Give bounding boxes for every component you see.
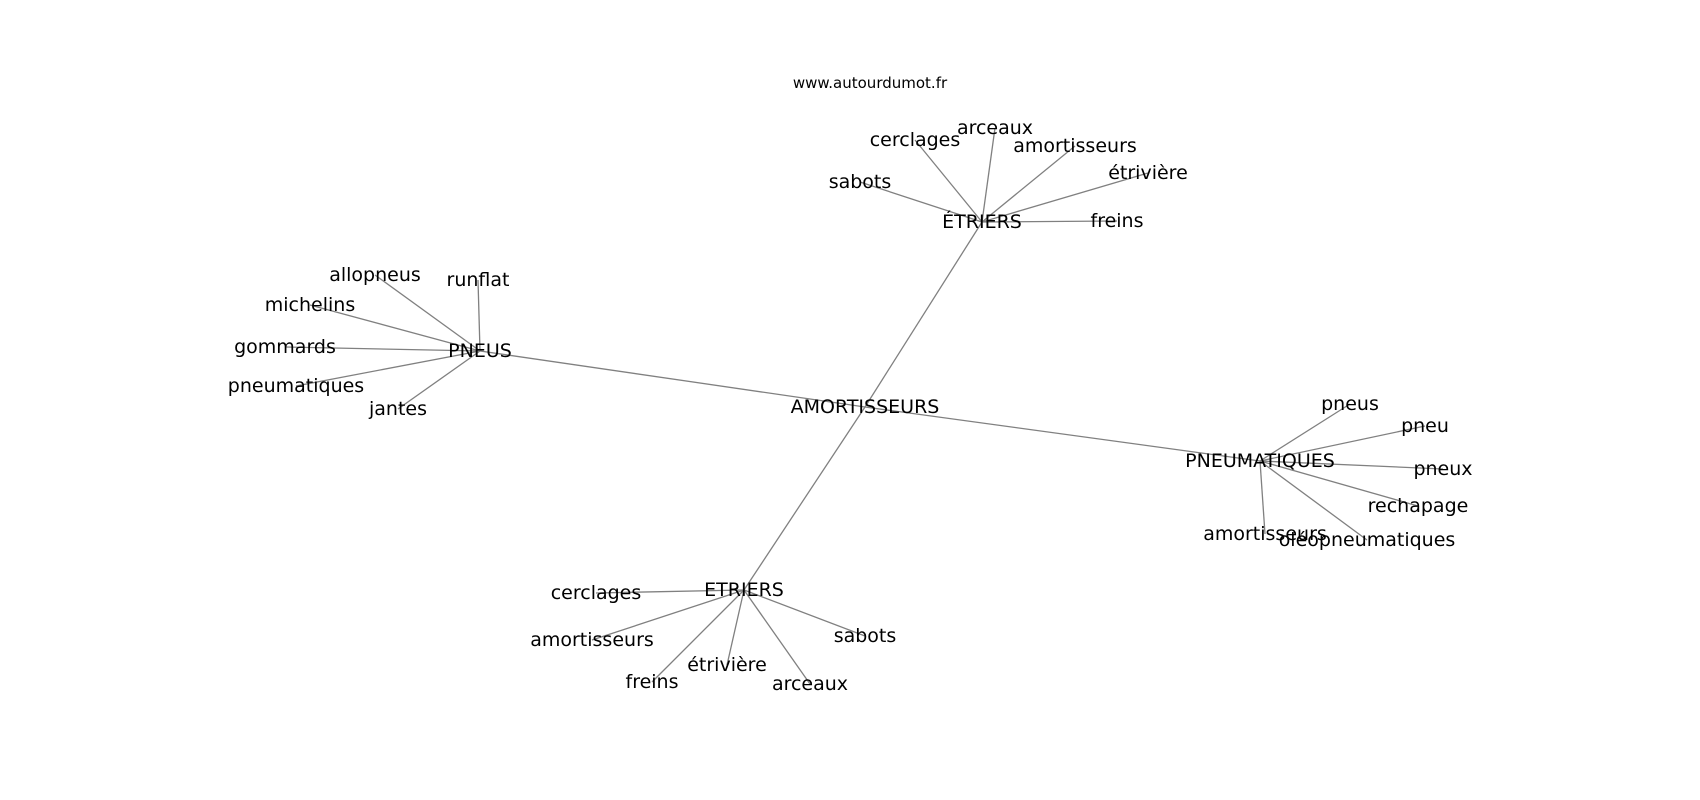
leaf-node-label: sabots (834, 625, 897, 647)
leaf-node-label: amortisseurs (1203, 523, 1327, 545)
edge-branch-0-leaf-3 (981, 145, 1076, 223)
edge-root-to-branch-0 (864, 221, 983, 408)
leaf-node-label: étrivière (687, 654, 767, 676)
leaf-node-label: arceaux (957, 117, 1033, 139)
leaf-node-label: sabots (829, 171, 892, 193)
leaf-node-label: freins (1091, 210, 1144, 232)
leaf-node-label: freins (626, 671, 679, 693)
edge-branch-3-leaf-2 (651, 589, 745, 683)
leaf-node-label: arceaux (772, 673, 848, 695)
leaf-node-label: oléopneumatiques (1279, 529, 1456, 551)
edge-branch-3-leaf-1 (591, 589, 745, 641)
edge-branch-2-leaf-1 (1259, 425, 1426, 462)
edge-root-to-branch-3 (743, 406, 866, 591)
branch-node-label: PNEUS (448, 340, 512, 362)
edge-branch-1-leaf-2 (309, 304, 481, 352)
leaf-node-label: étrivière (1108, 162, 1188, 184)
edge-branch-0-leaf-5 (981, 220, 1118, 223)
node-labels: AMORTISSEURSÉTRIERSsabotscerclagesarceau… (228, 117, 1473, 695)
edge-branch-3-leaf-4 (743, 589, 811, 685)
edge-branch-2-leaf-5 (1259, 460, 1266, 535)
branch-node-label: ÉTRIERS (942, 210, 1022, 233)
edge-branch-2-leaf-0 (1259, 403, 1351, 462)
branch-node-label: ETRIERS (704, 579, 784, 601)
leaf-node-label: cerclages (551, 582, 642, 604)
edge-branch-1-leaf-1 (477, 279, 481, 352)
leaf-node-label: pneus (1321, 393, 1379, 415)
edge-root-to-branch-1 (479, 350, 866, 408)
branch-node-label: PNEUMATIQUES (1185, 450, 1335, 472)
leaf-node-label: michelins (265, 294, 355, 316)
leaf-node-label: pneux (1413, 458, 1472, 480)
source-label: www.autourdumot.fr (793, 74, 948, 92)
edges (284, 127, 1444, 685)
edge-branch-2-leaf-4 (1259, 460, 1368, 541)
edge-branch-0-leaf-4 (981, 172, 1149, 223)
root-node-label: AMORTISSEURS (791, 396, 940, 418)
edge-branch-2-leaf-2 (1259, 460, 1444, 470)
leaf-node-label: pneumatiques (228, 375, 364, 397)
edge-branch-3-leaf-3 (726, 589, 745, 666)
leaf-node-label: jantes (368, 398, 427, 420)
leaf-node-label: runflat (447, 269, 510, 291)
edge-branch-0-leaf-1 (914, 139, 983, 223)
leaf-node-label: cerclages (870, 129, 961, 151)
leaf-node-label: pneu (1401, 415, 1449, 437)
edge-branch-1-leaf-3 (284, 346, 481, 352)
edge-branch-3-leaf-0 (595, 589, 745, 594)
leaf-node-label: amortisseurs (1013, 135, 1137, 157)
edge-branch-3-leaf-5 (743, 589, 866, 637)
edge-branch-0-leaf-0 (859, 181, 983, 223)
edge-branch-1-leaf-4 (295, 350, 481, 387)
leaf-node-label: amortisseurs (530, 629, 654, 651)
edge-branch-0-leaf-2 (981, 127, 996, 223)
leaf-node-label: allopneus (329, 264, 421, 286)
edge-branch-2-leaf-3 (1259, 460, 1419, 507)
leaf-node-label: rechapage (1368, 495, 1469, 517)
edge-root-to-branch-2 (864, 406, 1261, 462)
leaf-node-label: gommards (234, 336, 336, 358)
edge-branch-1-leaf-5 (397, 350, 481, 410)
edge-branch-1-leaf-0 (374, 274, 481, 352)
